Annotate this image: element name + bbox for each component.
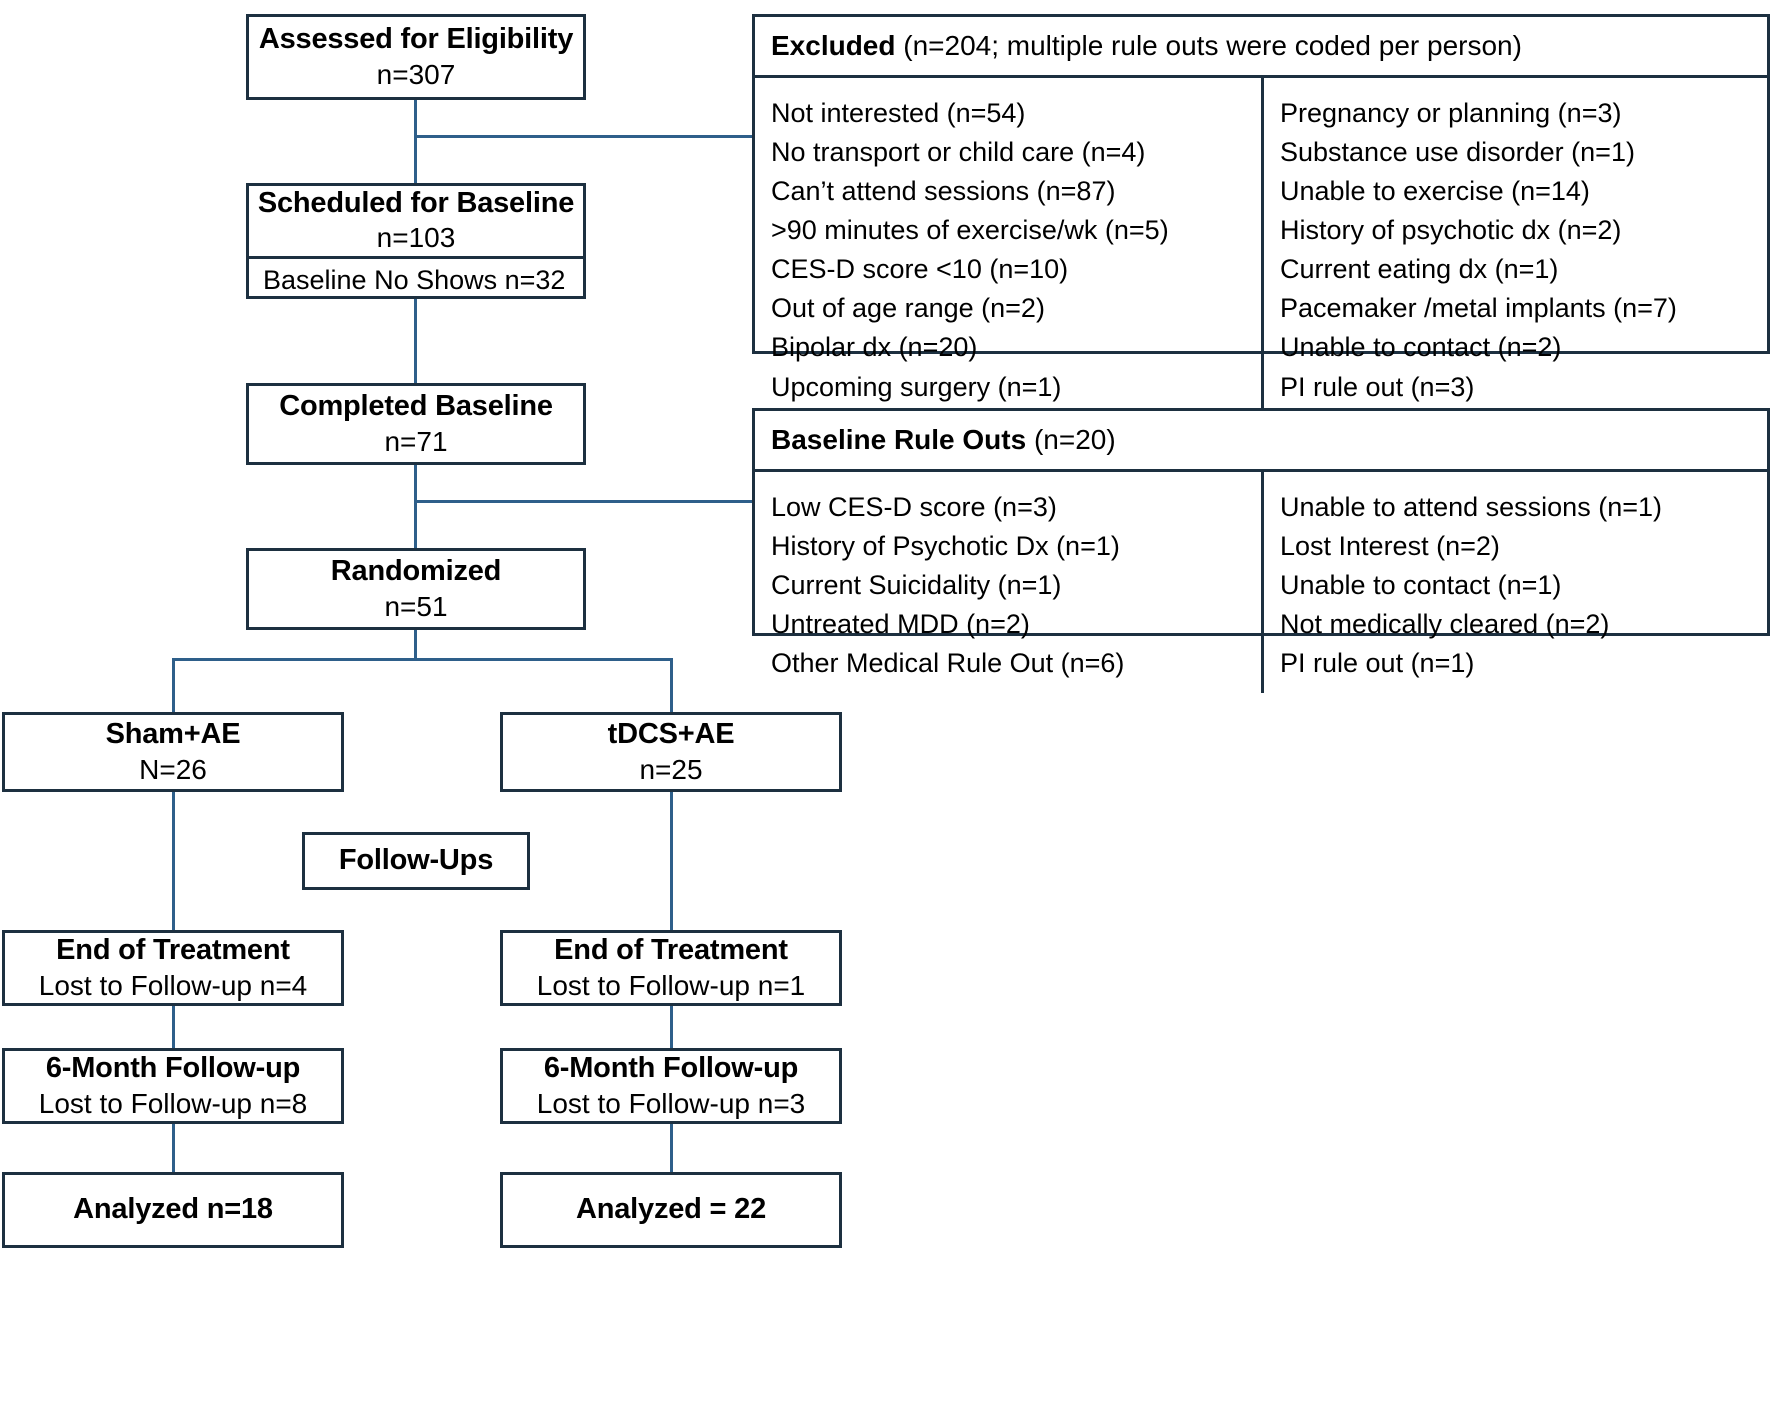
node-tdcs-6mo-note: Lost to Follow-up n=3: [536, 1087, 806, 1119]
node-tdcs-end-of-treatment: End of Treatment Lost to Follow-up n=1: [500, 930, 842, 1006]
node-tdcs-count: n=25: [639, 753, 703, 785]
panel-ruleouts-heading-bold: Baseline Rule Outs: [771, 424, 1027, 455]
exclusion-reason-item: Not medically cleared (n=2): [1280, 609, 1610, 640]
connector-tdcs-to-eot: [670, 790, 673, 932]
node-tdcs-6month-followup: 6-Month Follow-up Lost to Follow-up n=3: [500, 1048, 842, 1124]
connector-scheduled-to-completed: [414, 299, 417, 383]
exclusion-reason-item: Upcoming surgery (n=1): [771, 371, 1062, 402]
node-scheduled-title: Scheduled for Baseline: [257, 187, 575, 219]
node-sham-6mo-title: 6-Month Follow-up: [45, 1052, 301, 1085]
exclusion-reason-item: Other Medical Rule Out (n=6): [771, 648, 1125, 679]
node-sham-end-of-treatment: End of Treatment Lost to Follow-up n=4: [2, 930, 344, 1006]
panel-excluded-heading-bold: Excluded: [771, 30, 896, 61]
node-sham-6mo-note: Lost to Follow-up n=8: [38, 1087, 308, 1119]
connector-completed-to-ruleouts: [414, 500, 756, 503]
exclusion-reason-item: Current eating dx (n=1): [1280, 254, 1559, 285]
node-followups-title: Follow-Ups: [338, 844, 494, 877]
node-randomized-title: Randomized: [330, 555, 502, 588]
node-sham-analyzed: Analyzed n=18: [2, 1172, 344, 1248]
connector-assessed-to-excluded: [414, 135, 756, 138]
connector-split-to-tdcs: [670, 658, 673, 714]
node-completed-title: Completed Baseline: [279, 390, 553, 423]
node-assessed-count: n=307: [376, 58, 456, 90]
connector-split-to-sham: [172, 658, 175, 714]
node-tdcs-eot-note: Lost to Follow-up n=1: [536, 969, 806, 1001]
panel-excluded-heading-rest: (n=204; multiple rule outs were coded pe…: [895, 30, 1522, 61]
connector-tdcs-6mo-to-analyzed: [670, 1122, 673, 1172]
node-assessed-title: Assessed for Eligibility: [258, 23, 574, 56]
exclusion-reason-item: Low CES-D score (n=3): [771, 491, 1057, 522]
node-sham-eot-title: End of Treatment: [56, 934, 290, 967]
exclusion-reason-item: No transport or child care (n=4): [771, 136, 1146, 167]
exclusion-reason-item: Can’t attend sessions (n=87): [771, 175, 1116, 206]
node-tdcs-6mo-title: 6-Month Follow-up: [543, 1052, 799, 1085]
node-scheduled-count: n=103: [376, 222, 456, 254]
connector-tdcs-eot-to-6mo: [670, 1004, 673, 1050]
node-scheduled-for-baseline: Scheduled for Baseline n=103 Baseline No…: [246, 183, 586, 299]
exclusion-reason-item: PI rule out (n=3): [1280, 371, 1475, 402]
exclusion-reason-item: Not interested (n=54): [771, 97, 1026, 128]
node-assessed-for-eligibility: Assessed for Eligibility n=307: [246, 14, 586, 100]
node-tdcs-analyzed: Analyzed = 22: [500, 1172, 842, 1248]
exclusion-reason-item: Unable to contact (n=2): [1280, 332, 1562, 363]
panel-ruleouts-right-column: Unable to attend sessions (n=1) Lost Inte…: [1261, 471, 1767, 694]
panel-ruleouts-right-list: Unable to attend sessions (n=1) Lost Inte…: [1280, 488, 1767, 684]
panel-ruleouts-left-column: Low CES-D score (n=3) History of Psychoti…: [755, 472, 1261, 694]
exclusion-reason-item: Untreated MDD (n=2): [771, 609, 1030, 640]
connector-sham-eot-to-6mo: [172, 1004, 175, 1050]
panel-ruleouts-left-list: Low CES-D score (n=3) History of Psychoti…: [771, 488, 1261, 684]
node-sham-6month-followup: 6-Month Follow-up Lost to Follow-up n=8: [2, 1048, 344, 1124]
node-sham-count: N=26: [139, 753, 207, 785]
exclusion-reason-item: Bipolar dx (n=20): [771, 332, 978, 363]
node-randomized-count: n=51: [384, 590, 448, 622]
node-tdcs-eot-title: End of Treatment: [554, 934, 788, 967]
node-scheduled-noshows: Baseline No Shows n=32: [249, 255, 583, 302]
panel-excluded-right-list: Pregnancy or planning (n=3) Substance use…: [1280, 94, 1767, 407]
connector-sham-to-eot: [172, 790, 175, 932]
exclusion-reason-item: >90 minutes of exercise/wk (n=5): [771, 215, 1169, 246]
node-sham-analyzed-title: Analyzed n=18: [73, 1193, 273, 1226]
exclusion-reason-item: Current Suicidality (n=1): [771, 569, 1062, 600]
exclusion-reason-item: Unable to contact (n=1): [1280, 569, 1562, 600]
node-completed-baseline: Completed Baseline n=71: [246, 383, 586, 465]
exclusion-reason-item: Unable to exercise (n=14): [1280, 175, 1590, 206]
exclusion-reason-item: Out of age range (n=2): [771, 293, 1045, 324]
panel-baseline-ruleouts: Baseline Rule Outs (n=20) Low CES-D scor…: [752, 408, 1770, 694]
exclusion-reason-item: Lost Interest (n=2): [1280, 530, 1500, 561]
panel-ruleouts-heading: Baseline Rule Outs (n=20): [755, 411, 1767, 472]
panel-excluded: Excluded (n=204; multiple rule outs were…: [752, 14, 1770, 417]
node-sham-eot-note: Lost to Follow-up n=4: [38, 969, 308, 1001]
node-sham-title: Sham+AE: [105, 718, 241, 751]
connector-assessed-to-scheduled: [414, 99, 417, 183]
exclusion-reason-item: History of Psychotic Dx (n=1): [771, 530, 1120, 561]
exclusion-reason-item: Pregnancy or planning (n=3): [1280, 97, 1622, 128]
panel-excluded-left-column: Not interested (n=54) No transport or chi…: [755, 78, 1261, 417]
panel-excluded-left-list: Not interested (n=54) No transport or chi…: [771, 94, 1261, 407]
node-tdcs-analyzed-title: Analyzed = 22: [575, 1193, 767, 1226]
exclusion-reason-item: PI rule out (n=1): [1280, 648, 1475, 679]
exclusion-reason-item: CES-D score <10 (n=10): [771, 254, 1069, 285]
connector-sham-6mo-to-analyzed: [172, 1122, 175, 1172]
connector-randomized-split: [172, 658, 672, 661]
panel-excluded-heading: Excluded (n=204; multiple rule outs were…: [755, 17, 1767, 78]
node-tdcs-ae-arm: tDCS+AE n=25: [500, 712, 842, 792]
connector-completed-to-randomized: [414, 465, 417, 550]
panel-ruleouts-heading-rest: (n=20): [1026, 424, 1116, 455]
node-tdcs-title: tDCS+AE: [607, 718, 735, 751]
node-followups-label: Follow-Ups: [302, 832, 530, 890]
exclusion-reason-item: Substance use disorder (n=1): [1280, 136, 1635, 167]
exclusion-reason-item: Pacemaker /metal implants (n=7): [1280, 293, 1677, 324]
node-completed-count: n=71: [384, 425, 448, 457]
node-randomized: Randomized n=51: [246, 548, 586, 630]
node-sham-ae-arm: Sham+AE N=26: [2, 712, 344, 792]
exclusion-reason-item: Unable to attend sessions (n=1): [1280, 491, 1662, 522]
connector-randomized-down: [414, 628, 417, 660]
exclusion-reason-item: History of psychotic dx (n=2): [1280, 215, 1622, 246]
panel-excluded-right-column: Pregnancy or planning (n=3) Substance use…: [1261, 77, 1767, 417]
